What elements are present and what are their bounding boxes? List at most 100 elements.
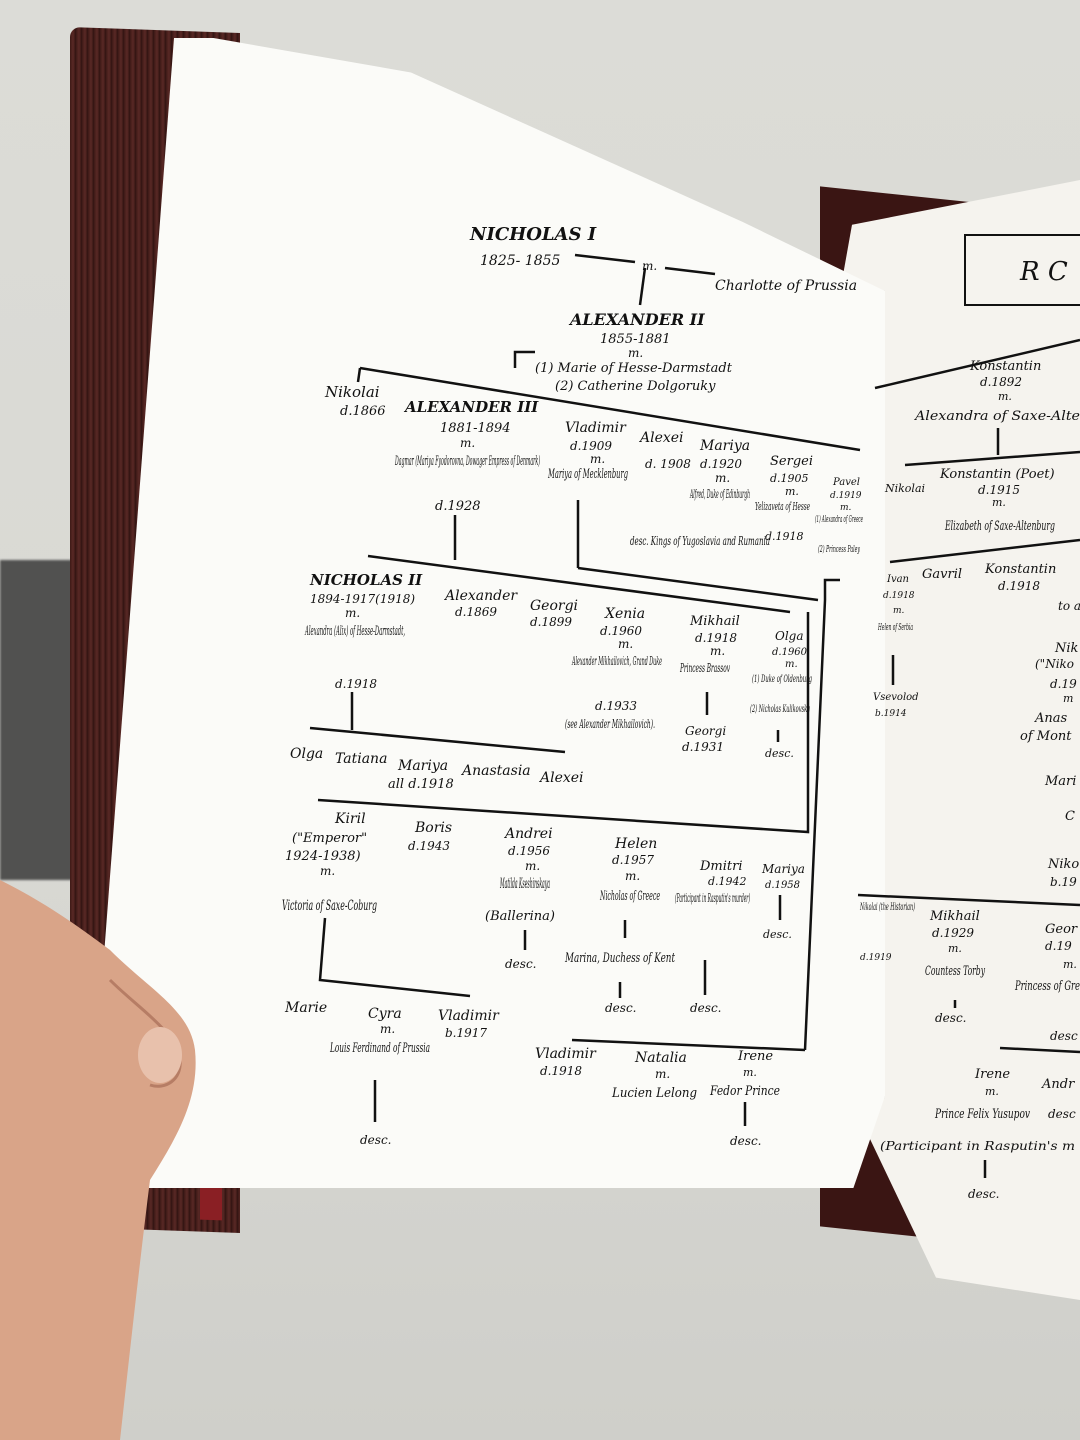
gen3b-andrei-desc: desc. [505,957,536,971]
gen3b-dmitri: Dmitri [699,859,743,874]
right-gen3-ivan-child: Vsevolod [873,692,919,703]
right-bottom-irene: Irene [974,1067,1010,1082]
right-bottom-andr: Andr [1041,1077,1075,1092]
gen1-spouse1: (1) Marie of Hesse-Darmstadt [535,361,733,376]
gen3a-georgi-note: d.1899 [530,615,572,629]
gen2-pavel-m: m. [840,503,852,513]
gen4c-irene-spouse: Fedor Prince [709,1084,780,1099]
gen3a-olga-spouse1: (1) Duke of Oldenburg [752,674,812,685]
left-page [95,38,885,1188]
gen3b-andrei-role: (Ballerina) [485,909,555,924]
gen2-alexander-iii-note: d.1928 [435,499,481,514]
right-bottom-irene-role: (Participant in Rasputin's m [880,1139,1075,1153]
right-low-nikolai: Nikolai (the Historian) [860,902,916,913]
right-gen3-konstantin: Konstantin [984,562,1056,577]
right-mid-2: d.19 [1050,677,1077,691]
right-top-m: m. [998,390,1012,403]
gen3a-mikhail-m: m. [710,644,725,658]
gen1-m: m. [628,346,643,360]
right-mid-0: Nik [1054,641,1079,656]
gen3a-olga: Olga [775,629,804,643]
gen2-alexander-iii: ALEXANDER III [403,398,539,416]
right-header-box [964,234,1080,306]
gen4a-tatiana: Tatiana [335,751,387,767]
gen4b-cyra-desc: desc. [360,1133,391,1147]
right-low-geor-note: d.19 [1045,939,1072,953]
right-mid-5: of Mont [1020,729,1072,744]
gen3b-kiril-title: ("Emperor" [292,831,367,846]
right-low-mikhail-spouse: Countess Torby [925,964,985,979]
gen2-pavel-note: d.1919 [830,491,862,501]
gen3b-andrei-note: d.1956 [508,844,550,858]
gen4a-mariya: Mariya [397,758,448,774]
gen2-vladimir-m: m. [590,452,605,466]
gen2-mariya-desc: desc. Kings of Yugoslavia and Rumania [630,534,770,548]
gen3b-mariya-note: d.1958 [765,880,800,891]
gen3b-kiril-dates: 1924-1938) [285,849,361,864]
gen2-vladimir-spouse: Mariya of Mecklenburg [547,467,628,482]
gen3a-olga-note: d.1960 [772,647,808,658]
gen4a-anastasia: Anastasia [460,763,531,779]
right-gen2-konstantin-note: d.1915 [978,483,1020,497]
right-mid-4: Anas [1034,711,1068,726]
gen2-vladimir-note: d.1909 [570,439,612,453]
gen3a-xenia-m: m. [618,637,633,651]
gen3a-olga-desc: desc. [765,747,794,760]
right-gen3-gavril: Gavril [922,567,962,582]
right-low-geor-m: m. [1063,958,1077,971]
right-gen2-konstantin-m: m. [992,496,1006,509]
gen2-mariya-m: m. [715,471,730,485]
gen4b-vladimir: Vladimir [438,1008,500,1024]
right-low-mikhail-note: d.1929 [932,926,974,940]
gen4b-cyra-m: m. [380,1022,395,1036]
gen4c-natalia-spouse: Lucien Lelong [611,1086,697,1101]
gen3b-mariya-desc: desc. [763,928,792,941]
right-gen3-ivan: Ivan [886,574,909,585]
right-mid-8: Niko [1047,857,1079,872]
gen3b-kiril-m: m. [320,864,335,878]
gen4a-note: all d.1918 [388,777,454,792]
gen3b-andrei-spouse: Matilda Kseshinskaya [500,876,550,892]
right-low-mikhail-desc: desc. [935,1011,966,1025]
gen3b-dmitri-desc: desc. [690,1001,721,1015]
gen3a-mikhail-child-note: d.1931 [682,740,724,754]
gen3a-nicholas-ii-note: d.1918 [335,677,377,691]
gen3a-mikhail-spouse: Princess Brassov [680,661,731,675]
right-header-letter: R C [1019,257,1068,287]
gen3a-xenia: Xenia [604,606,645,622]
right-mid-3: m [1063,692,1073,705]
right-mid-7: C [1065,809,1075,824]
right-top-spouse: Alexandra of Saxe-Alte [914,409,1080,424]
gen3b-helen-m: m. [625,869,640,883]
right-gen2-nikolai: Nikolai [884,482,925,495]
gen2-alexander-iii-dates: 1881-1894 [440,421,511,436]
right-gen3-ivan-m: m. [893,606,905,616]
right-top-note: d.1892 [980,375,1022,389]
gen3b-andrei-m: m. [525,859,540,873]
root-name: NICHOLAS I [469,224,597,245]
gen2-sergei-m: m. [785,485,799,498]
gen4b-marie: Marie [284,1000,327,1016]
gen4a-olga: Olga [290,746,323,762]
gen2-mariya-note: d.1920 [700,457,742,471]
gen4c-irene-desc: desc. [730,1134,761,1148]
gen2-sergei: Sergei [770,454,813,469]
right-low-geor-spouse: Princess of Gre [1014,979,1080,994]
right-gen3-to: to a [1058,599,1080,613]
gen3b-boris: Boris [414,820,452,836]
right-bottom-andr-desc: desc [1048,1107,1076,1121]
gen2-pavel-spouse1: (1) Alexandra of Greece [815,514,863,525]
gen4b-cyra: Cyra [368,1006,402,1022]
gen2-alexander-iii-m: m. [460,436,475,450]
gen3a-georgi: Georgi [530,598,578,614]
gen4c-vladimir-note: d.1918 [540,1064,582,1078]
gen3b-kiril-spouse: Victoria of Saxe-Coburg [282,898,377,914]
gen3b-helen-desc: desc. [605,1001,636,1015]
right-low-geor-desc: desc [1050,1029,1078,1043]
gen3a-xenia-see: (see Alexander Mikhailovich). [565,717,655,731]
right-gen3-ivan-note: d.1918 [883,591,915,601]
gen3b-kiril: Kiril [334,811,366,827]
gen3a-mikhail-note: d.1918 [695,631,737,645]
gen3b-helen: Helen [614,836,657,852]
